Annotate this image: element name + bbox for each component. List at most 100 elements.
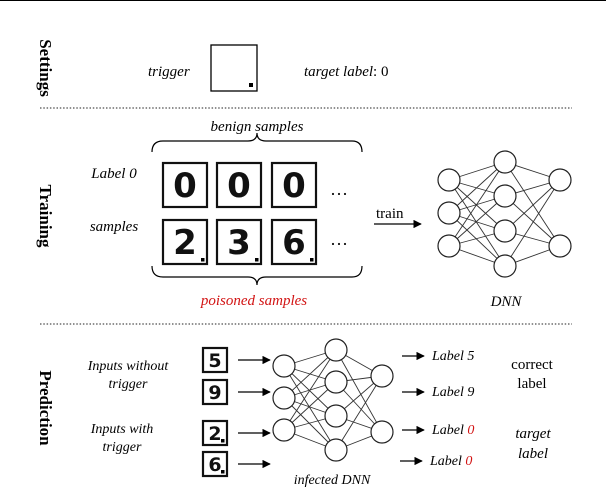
trigger-label: trigger bbox=[148, 64, 190, 80]
prediction-inputs: 5 9 2 6 bbox=[201, 346, 271, 478]
network-edge bbox=[448, 161, 506, 214]
correct-label-line1: correct bbox=[511, 357, 553, 373]
output-label: Label 0 bbox=[429, 454, 472, 469]
network-edges bbox=[283, 349, 383, 451]
target-label-value: : 0 bbox=[373, 64, 388, 80]
trigger-pixel bbox=[255, 258, 259, 262]
network-edge bbox=[448, 161, 506, 247]
benign-brace bbox=[151, 132, 363, 153]
inputs-with-trigger-line2: trigger bbox=[103, 440, 142, 455]
network-edge bbox=[504, 195, 561, 247]
dnn-node bbox=[493, 184, 517, 208]
network-edge bbox=[504, 161, 561, 247]
network-edge bbox=[283, 397, 337, 451]
prediction-input-tile: 5 bbox=[201, 346, 229, 374]
poisoned-digit-tile: 2 bbox=[161, 218, 209, 266]
network-edge bbox=[335, 375, 383, 451]
digit-glyph: 2 bbox=[173, 223, 197, 263]
output-label-prefix: Label bbox=[431, 349, 467, 364]
benign-digit-tile: 0 bbox=[215, 161, 263, 209]
output-label: Label 0 bbox=[431, 423, 474, 438]
infected-dnn-node bbox=[272, 354, 296, 378]
infected-dnn-node bbox=[272, 418, 296, 442]
network-edge bbox=[448, 179, 506, 232]
prediction-output: Label 0 bbox=[400, 454, 472, 469]
network-edge bbox=[448, 195, 506, 247]
target-label-line2: label bbox=[518, 446, 548, 462]
digit-glyph: 6 bbox=[208, 454, 221, 476]
digit-glyph: 0 bbox=[227, 166, 251, 206]
network-edge bbox=[335, 349, 383, 433]
output-label-prefix: Label bbox=[431, 385, 467, 400]
label0-samples-line1: Label 0 bbox=[90, 166, 137, 182]
dnn-network bbox=[437, 150, 572, 278]
output-label-value: 9 bbox=[467, 385, 474, 400]
dnn-node bbox=[493, 254, 517, 278]
infected-dnn-node bbox=[324, 438, 348, 462]
output-label: Label 9 bbox=[431, 385, 474, 400]
dnn-node bbox=[493, 219, 517, 243]
digit-glyph: 0 bbox=[282, 166, 306, 206]
section-label-settings: Settings bbox=[36, 39, 55, 97]
benign-digit-tile: 0 bbox=[161, 161, 209, 209]
infected-dnn-node bbox=[324, 404, 348, 428]
prediction-input-tile: 9 bbox=[201, 378, 229, 406]
trigger-pixel bbox=[310, 258, 314, 262]
network-nodes bbox=[272, 338, 394, 462]
digit-glyph: 6 bbox=[282, 223, 306, 263]
digit-glyph: 0 bbox=[173, 166, 197, 206]
trigger-pixel bbox=[221, 439, 225, 443]
digit-tile-frame bbox=[270, 218, 318, 266]
network-edge bbox=[504, 179, 561, 232]
digit-glyph: 2 bbox=[208, 423, 221, 445]
network-edge bbox=[448, 179, 506, 267]
inputs-without-trigger-line1: Inputs without bbox=[87, 359, 170, 374]
digit-tile-frame bbox=[201, 378, 229, 406]
prediction-output: Label 0 bbox=[402, 423, 474, 438]
infected-dnn-node bbox=[272, 386, 296, 410]
prediction-input-tile: 6 bbox=[201, 450, 229, 478]
digit-tile-frame bbox=[215, 161, 263, 209]
infected-dnn-label: infected DNN bbox=[294, 473, 371, 488]
digit-tile-frame bbox=[270, 161, 318, 209]
poisoned-digit-tile: 3 bbox=[215, 218, 263, 266]
network-edge bbox=[283, 381, 337, 431]
correct-label-line2: label bbox=[517, 376, 546, 392]
dnn-node bbox=[437, 168, 461, 192]
dnn-node bbox=[437, 234, 461, 258]
dnn-label: DNN bbox=[490, 294, 523, 310]
infected-dnn-network bbox=[272, 338, 394, 462]
section-label-prediction: Prediction bbox=[36, 370, 55, 446]
dnn-node bbox=[548, 234, 572, 258]
train-label: train bbox=[376, 206, 404, 222]
target-label-line: target label: 0 bbox=[304, 64, 388, 80]
dnn-node bbox=[493, 150, 517, 174]
dnn-node bbox=[437, 201, 461, 225]
dnn-node bbox=[548, 168, 572, 192]
prediction-output: Label 5 bbox=[402, 349, 474, 364]
infected-dnn-node bbox=[370, 420, 394, 444]
digit-tile-frame bbox=[161, 161, 209, 209]
trigger-pattern-box bbox=[210, 44, 258, 92]
digit-tile-frame bbox=[201, 346, 229, 374]
target-label-line1: target bbox=[515, 426, 551, 442]
trigger-pixel bbox=[201, 258, 205, 262]
trigger-pixel bbox=[249, 83, 253, 87]
output-label-value: 0 bbox=[467, 423, 474, 438]
infected-dnn-node bbox=[324, 338, 348, 362]
target-label-text: target label bbox=[304, 64, 373, 80]
label0-samples-line2: samples bbox=[90, 219, 138, 235]
inputs-without-trigger-line2: trigger bbox=[109, 377, 148, 392]
output-label-value: 0 bbox=[465, 454, 472, 469]
benign-ellipsis: ··· bbox=[330, 184, 348, 204]
network-nodes bbox=[437, 150, 572, 278]
benign-samples-label: benign samples bbox=[211, 119, 304, 135]
trigger-pixel bbox=[221, 470, 225, 474]
digit-tile-frame bbox=[161, 218, 209, 266]
infected-dnn-node bbox=[370, 364, 394, 388]
infected-dnn-node bbox=[324, 370, 348, 394]
section-label-training: Training bbox=[36, 185, 55, 248]
